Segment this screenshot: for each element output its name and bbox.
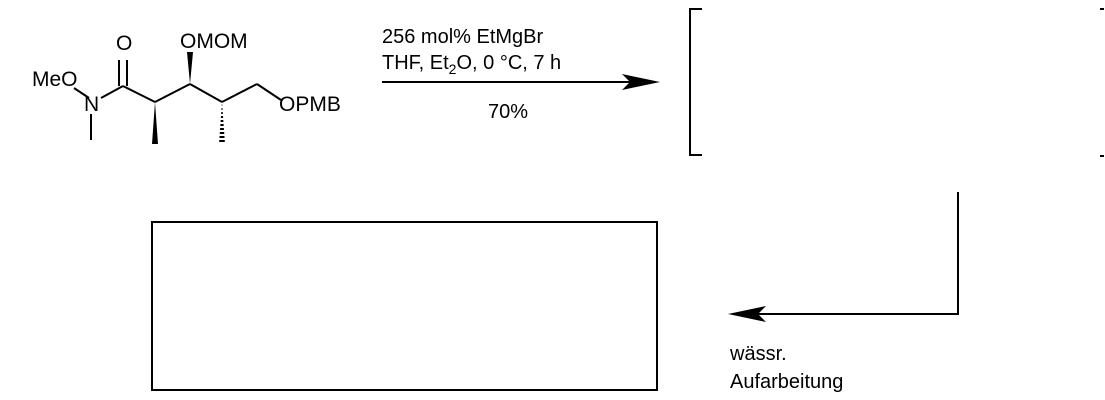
starting-material-structure: O MeO N OMOM OPMB [32, 30, 341, 144]
workup-arrow-group: wässr. Aufarbeitung [728, 192, 959, 393]
reaction-arrow-head [622, 74, 660, 90]
reaction-arrow-group: 256 mol% EtMgBr THF, Et2O, 0 °C, 7 h 70% [382, 26, 660, 123]
solvent-conditions-text: THF, Et2O, 0 °C, 7 h [382, 52, 561, 77]
solvent-suffix: O, 0 °C, 7 h [456, 52, 561, 74]
yield-text: 70% [488, 101, 528, 123]
atom-label-omom: OMOM [180, 30, 248, 53]
atom-label-meo: MeO [32, 68, 78, 91]
atom-label-carbonyl-o: O [116, 32, 132, 55]
backbone-bond-3 [189, 83, 223, 103]
solvent-prefix: THF, Et [382, 52, 449, 74]
backbone-bond-4 [221, 83, 258, 103]
atom-label-n: N [84, 93, 99, 116]
wedge-bond-omom [187, 52, 193, 84]
backbone-bond-2 [154, 83, 191, 103]
backbone-bond-5 [256, 83, 282, 101]
workup-arrow-shaft [750, 192, 959, 315]
reagent-text: 256 mol% EtMgBr [382, 26, 544, 48]
atom-label-opmb: OPMB [279, 93, 341, 116]
workup-line-1: wässr. [729, 343, 787, 365]
product-answer-box[interactable] [151, 221, 658, 391]
hash-bond-methyl-2 [219, 102, 225, 144]
workup-line-2: Aufarbeitung [730, 371, 843, 393]
bracket-left [689, 8, 702, 156]
backbone-bond-1 [122, 85, 156, 103]
wedge-bond-methyl-1 [152, 102, 158, 144]
workup-arrow-head [728, 306, 766, 322]
n-o-bond [73, 87, 90, 99]
intermediate-bracket [689, 8, 1104, 157]
amide-cn-bond [100, 85, 124, 99]
solvent-subscript: 2 [449, 61, 457, 77]
